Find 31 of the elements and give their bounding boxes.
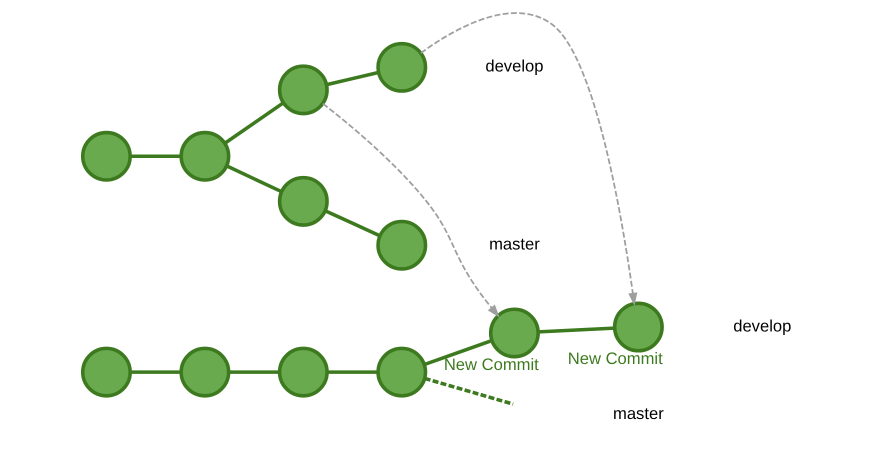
connector: [424, 338, 492, 366]
node-circle: [80, 130, 132, 182]
connector: [130, 154, 182, 158]
connector: [226, 164, 282, 194]
node-circle: [376, 220, 428, 271]
node-circle: [612, 302, 664, 353]
connector: [538, 326, 614, 334]
connector: [228, 370, 280, 374]
arrow: [420, 12, 638, 306]
node-circle: [376, 42, 428, 93]
label: develop: [485, 56, 544, 76]
node-circle: [278, 176, 329, 227]
connector: [324, 209, 381, 238]
connector: [130, 370, 182, 374]
label: master: [489, 234, 540, 254]
connector: [326, 70, 379, 86]
node-circle: [179, 346, 230, 398]
label: develop: [733, 316, 792, 336]
node-circle: [278, 346, 329, 398]
connector: [327, 370, 378, 374]
node-circle: [376, 346, 428, 398]
label: master: [613, 404, 664, 424]
node-circle: [488, 307, 540, 358]
arrow: [322, 102, 500, 318]
node-label: New Commit: [444, 354, 539, 374]
node-circle: [278, 64, 329, 116]
connector: [424, 376, 514, 406]
node-circle: [179, 130, 230, 182]
node-circle: [80, 346, 132, 398]
node-label: New Commit: [568, 349, 663, 368]
connector: [224, 101, 284, 145]
